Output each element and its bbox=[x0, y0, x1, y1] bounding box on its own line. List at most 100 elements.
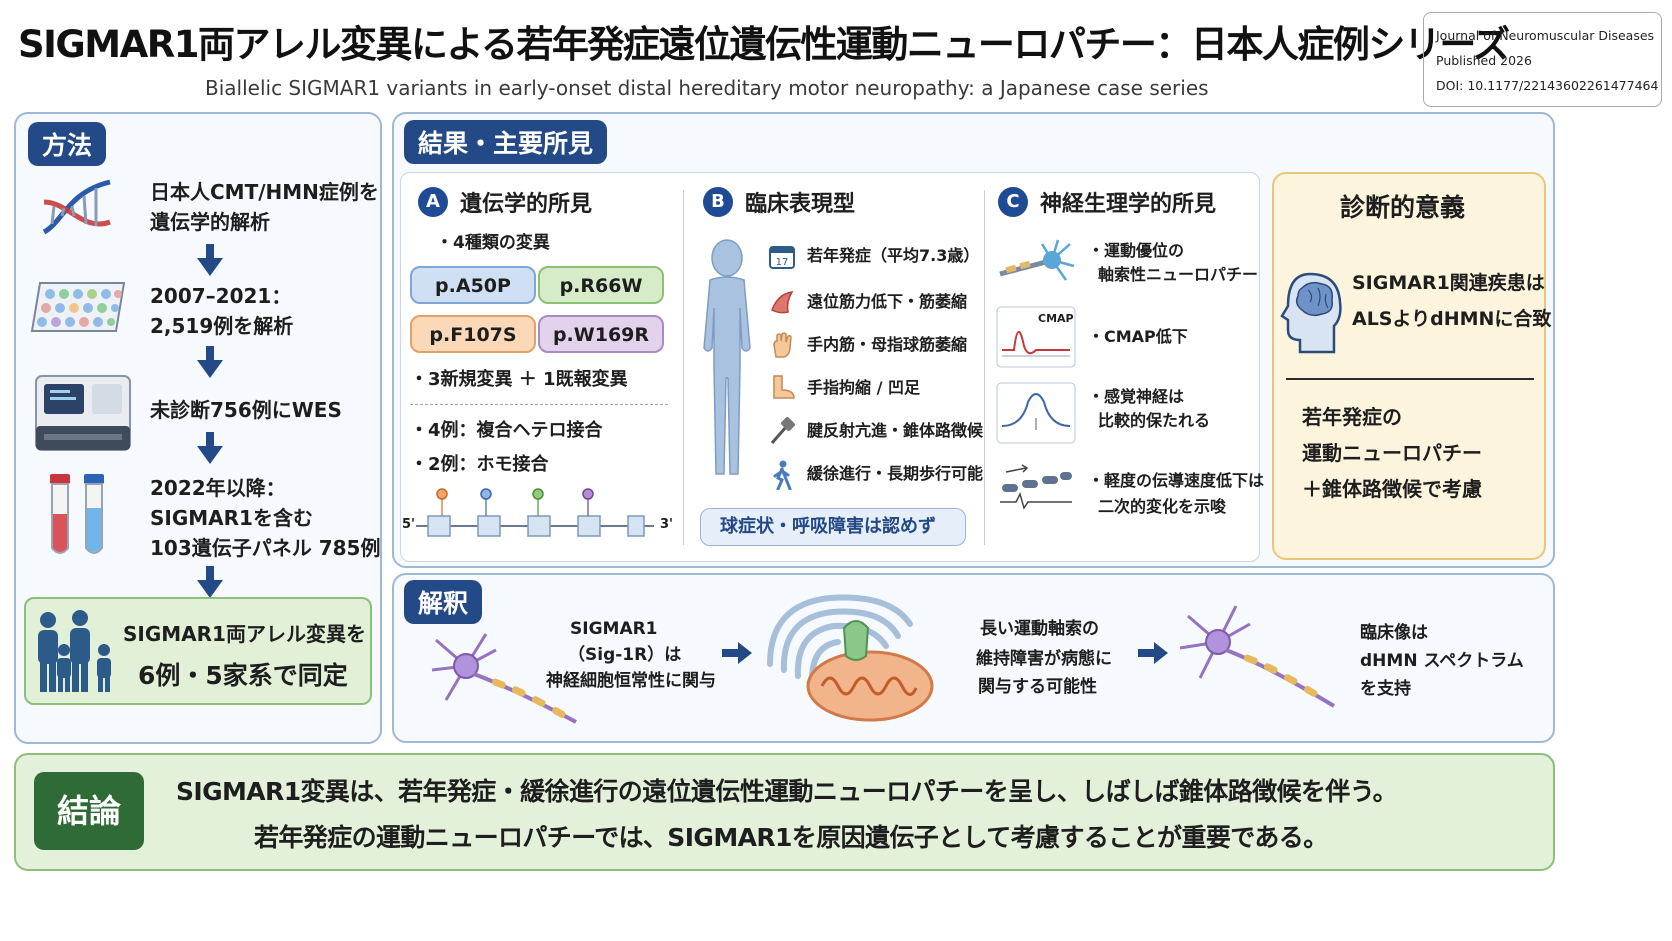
neuro-item-1-line2: 軸索性ニューロパチー bbox=[1098, 265, 1259, 284]
method-step-4-line1: 2022年以降： bbox=[150, 476, 286, 500]
axon-neuron-icon bbox=[999, 239, 1075, 281]
clinical-item-5: 腱反射亢進・錐体路徴候 bbox=[807, 421, 984, 440]
neuro-item-3-line1: ・感覚神経は bbox=[1088, 387, 1185, 406]
conclusion-line2: 若年発症の運動ニューロパチーでは、SIGMAR1を原因遺伝子として考慮することが… bbox=[254, 823, 1328, 852]
conclusion-panel bbox=[14, 753, 1555, 871]
method-step-1-line2: 遺伝学的解析 bbox=[150, 210, 270, 234]
method-arrow-3 bbox=[197, 432, 223, 464]
interp-text3-line2: dHMN スペクトラム bbox=[1360, 651, 1524, 671]
neuro-item-4-line1: ・軽度の伝導速度低下は bbox=[1088, 471, 1265, 490]
variant-pill-r66w: p.R66W bbox=[538, 266, 664, 304]
section-c-title: 神経生理学的所見 bbox=[1040, 192, 1217, 217]
five-prime-label: 5' bbox=[402, 517, 416, 532]
flow-arrow-1 bbox=[722, 642, 752, 664]
interp-text2-line3: 関与する可能性 bbox=[978, 677, 1097, 697]
method-arrow-1 bbox=[197, 244, 223, 276]
cmap-label: CMAP bbox=[1038, 312, 1074, 325]
variant-pill-f107s: p.F107S bbox=[410, 315, 536, 353]
diagnosis-box bbox=[1272, 172, 1546, 560]
foot-icon bbox=[773, 375, 795, 399]
brain-head-icon bbox=[1280, 272, 1342, 354]
methods-result-line2: 6例・5家系で同定 bbox=[138, 661, 348, 690]
interp-text3-line3: を支持 bbox=[1360, 679, 1411, 699]
clinical-item-4: 手指拘縮 / 凹足 bbox=[807, 378, 920, 397]
interpretation-panel bbox=[392, 573, 1555, 743]
method-step-2-line2: 2,519例を解析 bbox=[150, 314, 294, 338]
clinical-item-2: 遠位筋力低下・筋萎縮 bbox=[807, 292, 968, 311]
conduction-velocity-icon bbox=[1000, 464, 1072, 510]
interp-text2-line1: 長い運動軸索の bbox=[980, 619, 1099, 639]
section-c-badge: C bbox=[998, 187, 1028, 217]
clinical-item-6: 緩徐進行・長期歩行可能 bbox=[807, 464, 984, 483]
diagnosis-line2: ALSよりdHMNに合致 bbox=[1352, 308, 1552, 330]
svg-text:17: 17 bbox=[776, 257, 789, 268]
journal-name: Journal of Neuromuscular Diseases bbox=[1436, 28, 1655, 43]
gene-structure-diagram bbox=[416, 488, 654, 537]
sensory-waveform-icon bbox=[996, 382, 1076, 444]
clinical-item-1: 若年発症（平均7.3歳） bbox=[807, 246, 980, 265]
compound-het-text: ・4例：複合ヘテロ接合 bbox=[410, 420, 603, 441]
flow-arrow-2 bbox=[1138, 642, 1168, 664]
publication-year: Published 2026 bbox=[1436, 53, 1532, 68]
page-title: SIGMAR1両アレル変異による若年発症遠位遺伝性運動ニューロパチー：日本人症例… bbox=[18, 23, 1510, 66]
method-step-1-line1: 日本人CMT/HMN症例を bbox=[150, 180, 379, 204]
diagnosis-line1: SIGMAR1関連疾患は bbox=[1352, 272, 1545, 294]
er-mitochondria-icon bbox=[767, 594, 934, 722]
interp-text1-line3: 神経細胞恒常性に関与 bbox=[546, 671, 716, 691]
interp-text2-line2: 維持障害が病態に bbox=[976, 649, 1112, 669]
tubes-icon bbox=[50, 474, 104, 554]
neuro-item-1-line1: ・運動優位の bbox=[1088, 241, 1185, 260]
diagnosis-heading: 診断的意義 bbox=[1340, 193, 1466, 222]
section-b-title: 臨床表現型 bbox=[745, 192, 856, 217]
section-a-badge: A bbox=[418, 187, 448, 217]
neuro-item-3-line2: 比較的保たれる bbox=[1098, 411, 1211, 430]
interp-text3-line1: 臨床像は bbox=[1360, 623, 1428, 643]
page-subtitle: Biallelic SIGMAR1 variants in early-onse… bbox=[205, 76, 1209, 100]
diagnosis-line4: 運動ニューロパチー bbox=[1302, 441, 1482, 465]
divider-bc bbox=[984, 190, 985, 545]
section-b-badge: B bbox=[703, 187, 733, 217]
clinical-note: 球症状・呼吸障害は認めず bbox=[720, 516, 936, 537]
body-silhouette-icon bbox=[703, 239, 751, 475]
hand-icon bbox=[773, 332, 792, 358]
interpretation-heading: 解釈 bbox=[404, 580, 483, 624]
muscle-icon bbox=[771, 291, 794, 314]
cmap-waveform-icon bbox=[996, 306, 1076, 368]
calendar-icon: 17 bbox=[769, 246, 795, 269]
interp-text1-line2: （Sig-1R）は bbox=[568, 645, 682, 665]
variant-intro: ・4種類の変異 bbox=[436, 233, 550, 253]
diagnosis-divider bbox=[1286, 378, 1534, 380]
results-heading: 結果・主要所見 bbox=[404, 120, 608, 164]
conclusion-heading: 結論 bbox=[34, 772, 144, 850]
diagnosis-line3: 若年発症の bbox=[1302, 405, 1402, 429]
sequencer-icon bbox=[35, 375, 131, 451]
dna-icon bbox=[42, 179, 111, 235]
diagnosis-line5: ＋錐体路徴候で考慮 bbox=[1302, 477, 1482, 501]
variant-pill-w169r: p.W169R bbox=[538, 315, 664, 353]
method-arrow-2 bbox=[197, 346, 223, 378]
methods-heading: 方法 bbox=[28, 122, 107, 166]
clinical-item-3: 手内筋・母指球筋萎縮 bbox=[807, 335, 968, 354]
neuron-icon-left bbox=[431, 633, 577, 724]
three-prime-label: 3' bbox=[660, 517, 674, 532]
divider-ab bbox=[683, 190, 684, 545]
method-step-3-line1: 未診断756例にWES bbox=[150, 398, 342, 422]
doi-text[interactable]: DOI: 10.1177/22143602261477464 bbox=[1436, 78, 1659, 93]
novel-variants-text: ・3新規変異 ＋ 1既報変異 bbox=[410, 369, 628, 390]
conclusion-line1: SIGMAR1変異は、若年発症・緩徐進行の遠位遺伝性運動ニューロパチーを呈し、し… bbox=[176, 777, 1398, 806]
family-icon bbox=[38, 610, 111, 692]
homozygous-text: ・2例：ホモ接合 bbox=[410, 454, 549, 475]
neuron-icon-right bbox=[1179, 605, 1336, 708]
section-a-title: 遺伝学的所見 bbox=[460, 192, 593, 217]
walking-icon bbox=[773, 460, 792, 490]
dashed-divider bbox=[410, 404, 668, 405]
method-step-4-line3: 103遺伝子パネル 785例 bbox=[150, 536, 381, 560]
method-step-4-line2: SIGMAR1を含む bbox=[150, 506, 313, 530]
method-arrow-4 bbox=[197, 566, 223, 598]
methods-result-line1: SIGMAR1両アレル変異を bbox=[123, 622, 366, 646]
neuro-item-2-line1: ・CMAP低下 bbox=[1088, 327, 1188, 346]
plate-icon bbox=[30, 282, 126, 332]
reflex-hammer-icon bbox=[770, 417, 795, 444]
journal-info-box: Journal of Neuromuscular Diseases Publis… bbox=[1423, 12, 1662, 107]
variant-pill-a50p: p.A50P bbox=[410, 266, 536, 304]
